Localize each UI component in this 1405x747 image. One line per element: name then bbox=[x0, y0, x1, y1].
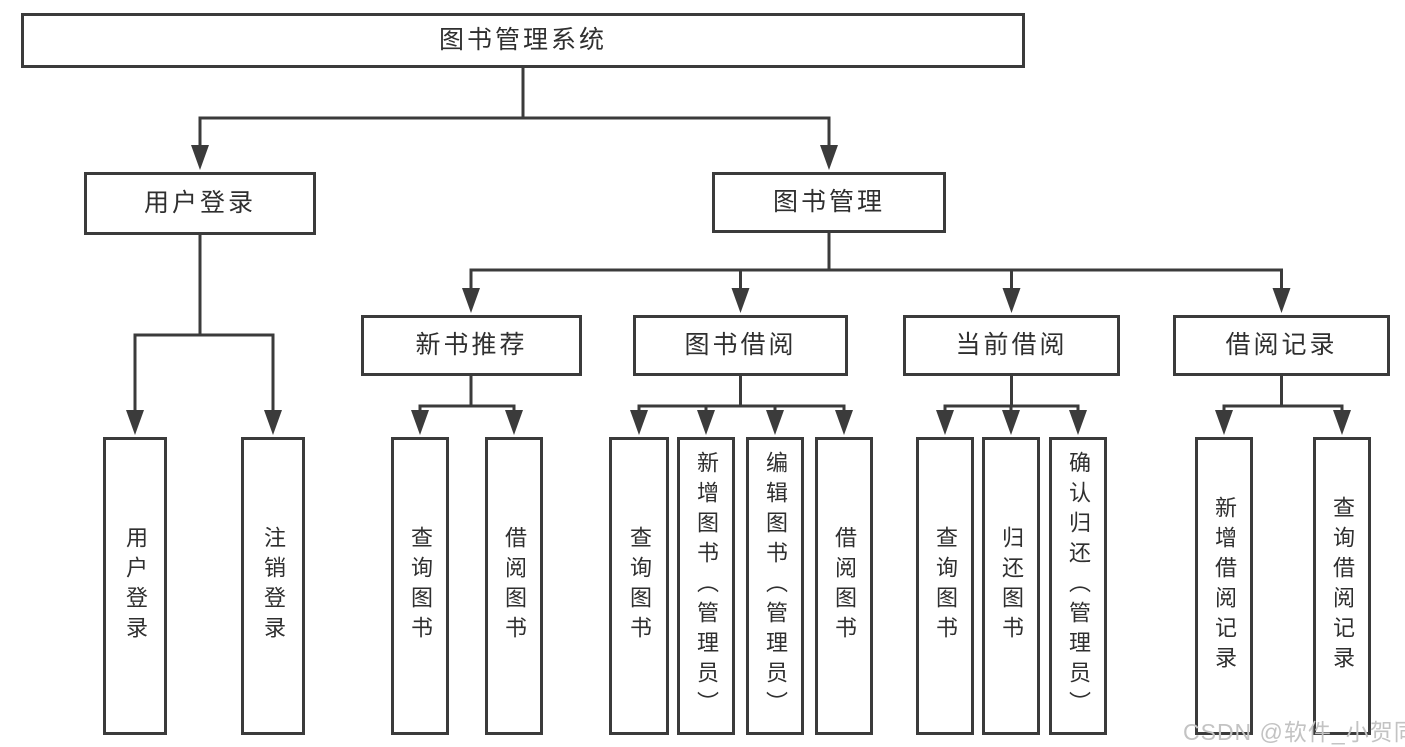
node-user-login: 用户登录 bbox=[84, 172, 316, 235]
node-leaf-borrow-books-2: 借阅图书 bbox=[815, 437, 873, 735]
arrow-head bbox=[1272, 288, 1291, 313]
node-borrow-records-label: 借阅记录 bbox=[1225, 331, 1338, 359]
csdn-watermark: CSDN @软件_小贺同学 bbox=[1183, 719, 1405, 745]
node-leaf-query-books-2: 查询图书 bbox=[609, 437, 669, 735]
node-leaf-edit-books-admin: 编辑图书（管理员） bbox=[746, 437, 804, 735]
node-leaf-borrow-books-1: 借阅图书 bbox=[485, 437, 543, 735]
node-leaf-label: 查询借阅记录 bbox=[1330, 496, 1355, 676]
node-leaf-confirm-return-admin: 确认归还（管理员） bbox=[1049, 437, 1107, 735]
node-leaf-label: 归还图书 bbox=[999, 526, 1024, 646]
connector-user-login-children bbox=[126, 235, 282, 435]
connector-book-management-children bbox=[462, 233, 1291, 313]
arrow-head bbox=[191, 145, 209, 170]
node-new-books: 新书推荐 bbox=[361, 315, 582, 376]
connector-current-borrow-children bbox=[936, 376, 1087, 435]
arrow-head bbox=[1002, 288, 1021, 313]
arrow-head bbox=[264, 410, 282, 435]
arrow-head bbox=[411, 410, 429, 435]
node-leaf-add-books-admin: 新增图书（管理员） bbox=[677, 437, 735, 735]
node-leaf-label: 借阅图书 bbox=[502, 526, 527, 646]
arrow-head bbox=[697, 410, 715, 435]
arrow-head bbox=[820, 145, 838, 170]
arrow-head bbox=[505, 410, 523, 435]
node-leaf-logout: 注销登录 bbox=[241, 437, 305, 735]
connector-new-books-children bbox=[411, 376, 523, 435]
node-leaf-label: 查询图书 bbox=[408, 526, 433, 646]
node-book-management: 图书管理 bbox=[712, 172, 946, 233]
node-leaf-label: 编辑图书（管理员） bbox=[763, 451, 788, 721]
arrow-head bbox=[731, 288, 750, 313]
node-new-books-label: 新书推荐 bbox=[415, 331, 528, 359]
node-leaf-query-books-3: 查询图书 bbox=[916, 437, 974, 735]
arrow-head bbox=[835, 410, 853, 435]
connector-borrow-records-children bbox=[1215, 376, 1351, 435]
node-current-borrow: 当前借阅 bbox=[903, 315, 1120, 376]
node-leaf-label: 新增图书（管理员） bbox=[694, 451, 719, 721]
node-leaf-add-borrow-record: 新增借阅记录 bbox=[1195, 437, 1253, 735]
arrow-head bbox=[1069, 410, 1087, 435]
connector-root-to-level2 bbox=[191, 68, 838, 170]
node-current-borrow-label: 当前借阅 bbox=[955, 331, 1068, 359]
node-leaf-label: 注销登录 bbox=[261, 526, 286, 646]
arrow-head bbox=[462, 288, 480, 313]
node-root-label: 图书管理系统 bbox=[438, 26, 607, 54]
arrow-head bbox=[936, 410, 954, 435]
node-leaf-label: 新增借阅记录 bbox=[1212, 496, 1237, 676]
connector-book-borrow-children bbox=[630, 376, 853, 435]
node-borrow-records: 借阅记录 bbox=[1173, 315, 1390, 376]
node-leaf-label: 借阅图书 bbox=[832, 526, 857, 646]
arrow-head bbox=[630, 410, 648, 435]
node-book-management-label: 图书管理 bbox=[772, 188, 885, 216]
node-leaf-query-books-1: 查询图书 bbox=[391, 437, 449, 735]
arrow-head bbox=[1333, 410, 1351, 435]
node-leaf-user-login: 用户登录 bbox=[103, 437, 167, 735]
node-user-login-label: 用户登录 bbox=[143, 189, 256, 217]
node-leaf-return-books: 归还图书 bbox=[982, 437, 1040, 735]
arrow-head bbox=[766, 410, 784, 435]
node-leaf-query-borrow-record: 查询借阅记录 bbox=[1313, 437, 1371, 735]
arrow-head bbox=[126, 410, 144, 435]
arrow-head bbox=[1002, 410, 1020, 435]
arrow-head bbox=[1215, 410, 1233, 435]
node-leaf-label: 用户登录 bbox=[123, 526, 148, 646]
node-leaf-label: 查询图书 bbox=[627, 526, 652, 646]
node-root: 图书管理系统 bbox=[21, 13, 1025, 68]
node-leaf-label: 确认归还（管理员） bbox=[1066, 451, 1091, 721]
node-leaf-label: 查询图书 bbox=[933, 526, 958, 646]
node-book-borrow: 图书借阅 bbox=[633, 315, 848, 376]
node-book-borrow-label: 图书借阅 bbox=[684, 331, 797, 359]
